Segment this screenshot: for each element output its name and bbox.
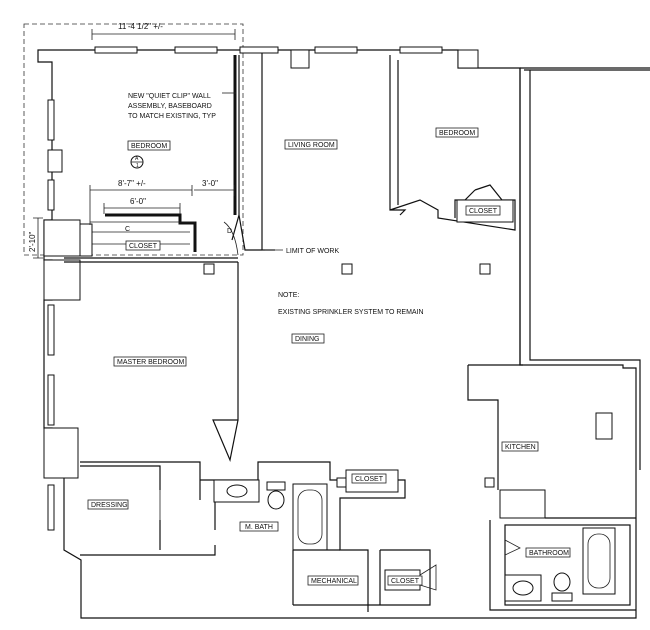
window <box>314 46 358 54</box>
svg-text:KITCHEN: KITCHEN <box>505 444 536 451</box>
sprinkler-head <box>336 477 347 488</box>
sprinkler-head <box>479 263 491 275</box>
column <box>43 427 79 479</box>
note-title: NOTE: <box>278 292 299 299</box>
column <box>43 259 81 301</box>
room-label-closet-lower: CLOSET <box>387 575 423 586</box>
dimension-bedroom-width: 8'-7" +/- <box>89 179 193 225</box>
sprinkler-head <box>203 263 215 275</box>
svg-text:3'-0": 3'-0" <box>202 179 218 188</box>
dimension-closet-width: 6'-0" <box>103 197 181 214</box>
window <box>174 46 218 54</box>
tag-c: C <box>125 226 130 233</box>
dimension-top: 11'-4 1/2" +/- <box>91 22 236 40</box>
limit-of-work-label: LIMIT OF WORK <box>286 248 339 255</box>
tag-d: D <box>227 228 232 235</box>
svg-text:BEDROOM: BEDROOM <box>131 143 167 150</box>
toilet <box>553 572 571 592</box>
room-label-closet-right: CLOSET <box>465 205 501 216</box>
room-label-closet-bath: CLOSET <box>351 473 387 484</box>
window <box>239 46 279 54</box>
sink <box>226 484 248 498</box>
room-label-mechanical: MECHANICAL <box>307 575 359 586</box>
svg-text:2'-10": 2'-10" <box>28 231 37 252</box>
room-label-kitchen: KITCHEN <box>501 441 539 452</box>
svg-text:8'-7" +/-: 8'-7" +/- <box>118 179 146 188</box>
window <box>47 484 55 531</box>
bath-wall <box>80 461 406 612</box>
svg-text:CLOSET: CLOSET <box>391 578 420 585</box>
bathtub-inner <box>297 489 323 545</box>
svg-text:DRESSING: DRESSING <box>91 502 128 509</box>
svg-text:DINING: DINING <box>295 336 320 343</box>
window <box>47 99 55 141</box>
window <box>47 304 55 356</box>
bathtub-inner <box>587 533 611 589</box>
room-label-m-bath: M. BATH <box>239 521 279 532</box>
kitchen-counter <box>595 412 613 440</box>
work-area-boundary <box>23 23 244 256</box>
window <box>399 46 443 54</box>
door-swing <box>419 564 437 591</box>
wall-note-line1: NEW "QUIET CLIP" WALL <box>128 93 211 100</box>
room-label-bedroom-left: BEDROOM <box>127 140 171 151</box>
room-label-master-bedroom: MASTER BEDROOM <box>113 356 187 367</box>
kitchen-wall <box>467 68 523 490</box>
svg-text:CLOSET: CLOSET <box>355 476 384 483</box>
svg-text:11'-4 1/2" +/-: 11'-4 1/2" +/- <box>118 22 163 31</box>
column <box>43 219 81 257</box>
window <box>94 46 138 54</box>
closet-wall <box>105 213 197 252</box>
sink <box>512 580 534 596</box>
note-body: EXISTING SPRINKLER SYSTEM TO REMAIN <box>278 309 424 316</box>
partition-wall <box>212 262 239 463</box>
window <box>47 374 55 426</box>
svg-text:MASTER BEDROOM: MASTER BEDROOM <box>117 359 184 366</box>
svg-text:BEDROOM: BEDROOM <box>439 130 475 137</box>
room-label-bathroom: BATHROOM <box>525 547 571 558</box>
door-swing <box>223 221 239 256</box>
bathtub <box>292 483 328 551</box>
bedroom-right-wall <box>389 55 516 231</box>
svg-text:BATHROOM: BATHROOM <box>529 550 569 557</box>
svg-text:LIVING ROOM: LIVING ROOM <box>288 142 335 149</box>
svg-text:6'-0": 6'-0" <box>130 197 146 206</box>
window <box>47 179 55 211</box>
dimension-closet-depth: 2'-10" <box>28 217 43 259</box>
bath-wall <box>292 549 431 606</box>
wall-note-line3: TO MATCH EXISTING, TYP <box>128 113 216 120</box>
sprinkler-head <box>484 477 495 488</box>
svg-text:MECHANICAL: MECHANICAL <box>311 578 357 585</box>
svg-text:M. BATH: M. BATH <box>245 524 273 531</box>
room-label-bedroom-right: BEDROOM <box>435 127 479 138</box>
bedroom-partition <box>231 53 263 251</box>
sprinkler-head <box>341 263 353 275</box>
toilet-tank <box>551 592 573 602</box>
exterior-wall-outer <box>520 67 650 470</box>
svg-text:CLOSET: CLOSET <box>129 243 158 250</box>
column <box>47 149 63 173</box>
column <box>290 49 310 69</box>
detail-tag-bottom: 1 <box>136 163 139 169</box>
kitchen-island <box>499 489 546 519</box>
room-label-dining: DINING <box>291 333 325 344</box>
door-swing <box>504 539 521 556</box>
room-label-closet-left: CLOSET <box>125 240 161 251</box>
room-label-dressing: DRESSING <box>87 499 129 510</box>
dimension-door-offset: 3'-0" <box>194 179 235 196</box>
svg-text:CLOSET: CLOSET <box>469 208 498 215</box>
room-label-living-room: LIVING ROOM <box>284 139 338 150</box>
column <box>457 49 479 69</box>
wall-note-line2: ASSEMBLY, BASEBOARD <box>128 103 212 110</box>
detail-tag-top: A <box>135 156 139 162</box>
kitchen-counter-line <box>489 517 636 611</box>
toilet <box>267 490 285 510</box>
closet-shelf <box>79 223 93 257</box>
exterior-wall <box>37 49 637 619</box>
partition-wall <box>64 257 238 263</box>
bathroom-box <box>504 524 631 606</box>
toilet-tank <box>266 481 286 491</box>
